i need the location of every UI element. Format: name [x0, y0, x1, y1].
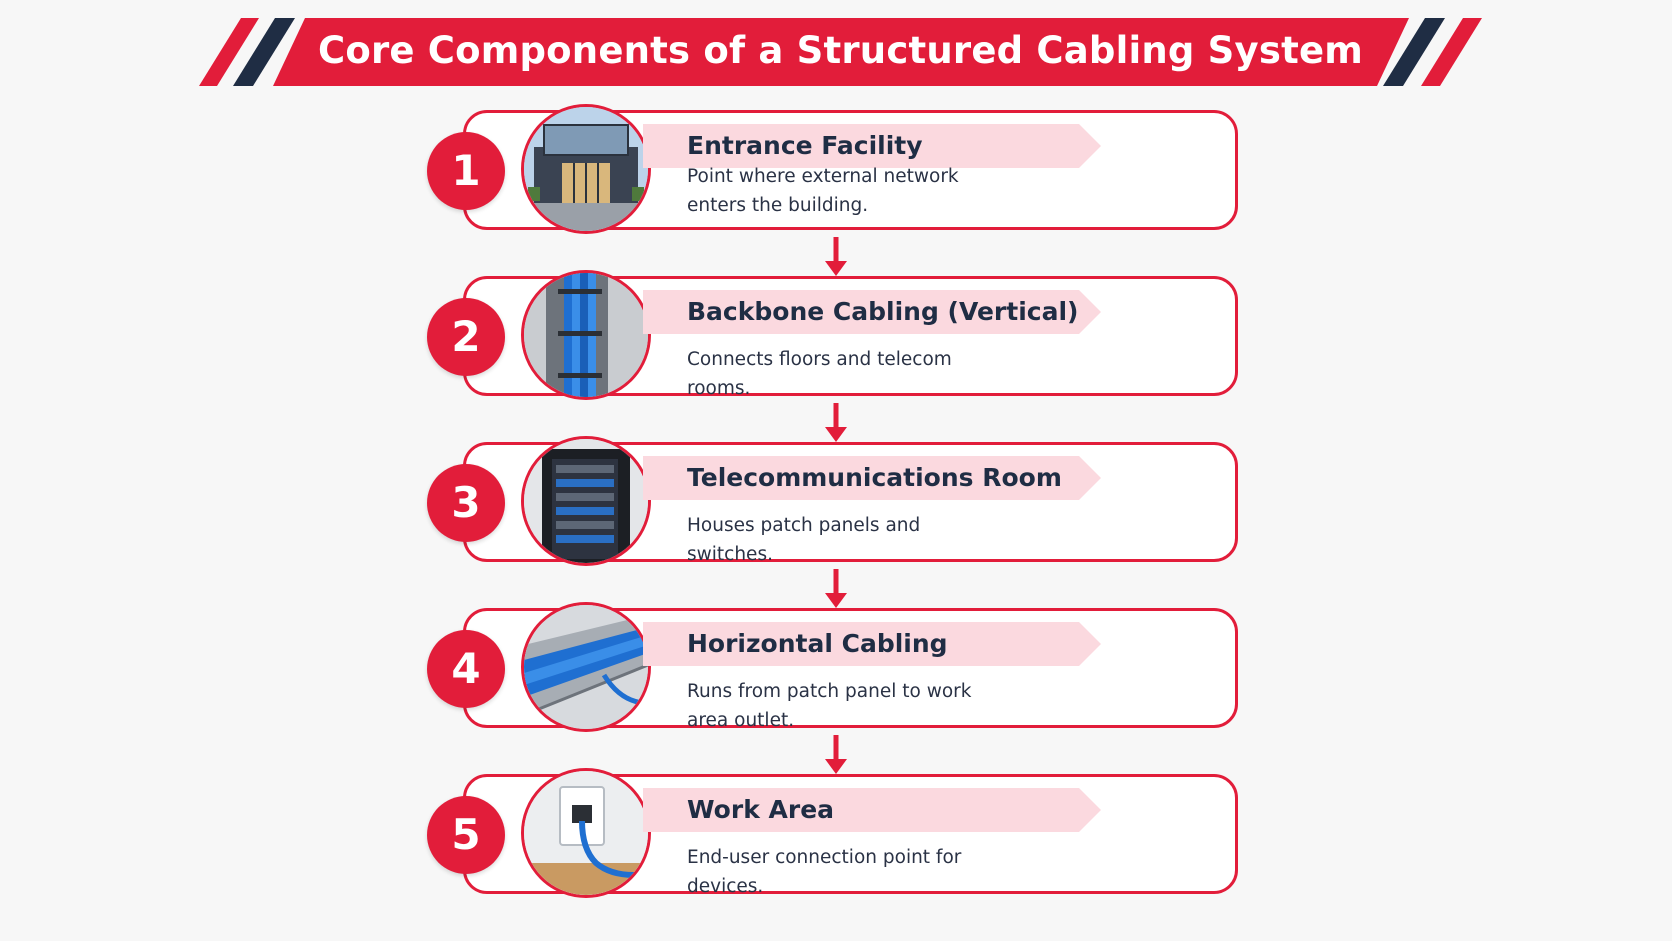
- title-ribbon: [643, 456, 1101, 500]
- step-title: Telecommunications Room: [687, 463, 1062, 492]
- step-title: Backbone Cabling (Vertical): [687, 297, 1079, 326]
- step-number-badge: 4: [427, 630, 505, 708]
- title-ribbon: [643, 788, 1101, 832]
- step-work-area: 5 Work Area End-user connection point fo…: [425, 768, 1245, 903]
- down-arrow-icon: [825, 403, 847, 442]
- step-title: Work Area: [687, 795, 835, 824]
- down-arrow-icon: [825, 735, 847, 774]
- step-telecommunications-room: 3 Telecommunications Room Houses patch p…: [425, 436, 1245, 571]
- down-arrow-icon: [825, 569, 847, 608]
- step-description: Point where external network enters the …: [687, 166, 959, 216]
- title-ribbon: [643, 622, 1101, 666]
- step-description: Runs from patch panel to work area outle…: [687, 681, 972, 731]
- wall-outlet-photo: [521, 768, 651, 898]
- step-title: Horizontal Cabling: [687, 629, 948, 658]
- server-rack-photo: [521, 436, 651, 566]
- step-number-badge: 2: [427, 298, 505, 376]
- step-title: Entrance Facility: [687, 131, 923, 160]
- step-description: Connects floors and telecom rooms.: [687, 349, 952, 399]
- banner-shape: [199, 18, 1482, 86]
- vertical-cable-bundle-photo: [521, 270, 651, 400]
- step-horizontal-cabling: 4 Horizontal Cabling Runs from patch pan…: [425, 602, 1245, 737]
- title-banner: Core Components of a Structured Cabling …: [199, 18, 1482, 86]
- title-ribbon: [643, 290, 1101, 334]
- step-description: End-user connection point for devices.: [687, 847, 962, 897]
- step-backbone-cabling: 2 Backbone Cabling (Vertical) Connects f…: [425, 270, 1245, 405]
- title-ribbon: [643, 124, 1101, 168]
- building-entrance-photo: [521, 104, 651, 234]
- cable-tray-photo: [521, 602, 651, 732]
- step-entrance-facility: 1 Entrance Facility Point where external…: [425, 104, 1245, 239]
- page-title: Core Components of a Structured Cabling …: [317, 29, 1364, 72]
- step-number-badge: 5: [427, 796, 505, 874]
- step-number-badge: 3: [427, 464, 505, 542]
- down-arrow-icon: [825, 237, 847, 276]
- step-number-badge: 1: [427, 132, 505, 210]
- step-description: Houses patch panels and switches.: [687, 515, 921, 565]
